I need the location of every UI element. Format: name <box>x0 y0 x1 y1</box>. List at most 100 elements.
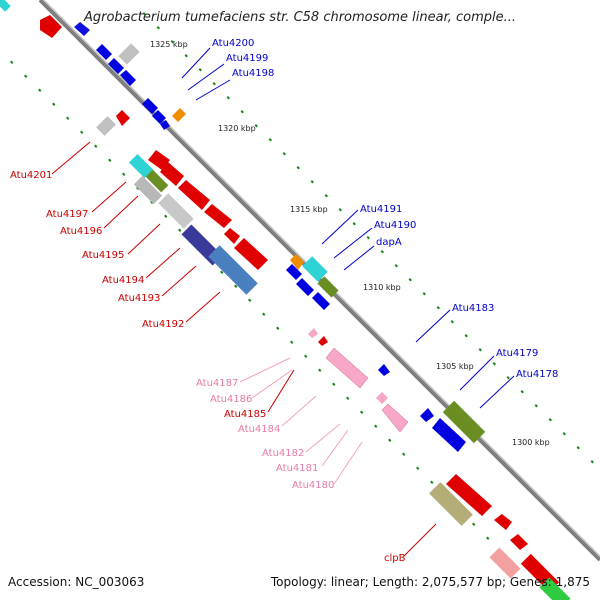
tick-dot <box>380 250 384 254</box>
gene-label-atu4184[interactable]: Atu4184 <box>238 424 280 435</box>
gene-feature[interactable] <box>160 162 184 186</box>
tick-dot <box>324 194 328 198</box>
gene-label-clpb[interactable]: clpB <box>384 553 406 564</box>
gene-feature[interactable] <box>539 577 571 600</box>
gene-label-atu4190[interactable]: Atu4190 <box>374 220 416 231</box>
tick-label-1310: 1310 kbp <box>363 283 401 292</box>
tick-dot <box>122 172 126 176</box>
gene-feature[interactable] <box>40 15 62 38</box>
gene-feature[interactable] <box>160 120 170 130</box>
gene-feature[interactable] <box>116 110 130 126</box>
gene-feature[interactable] <box>312 292 330 310</box>
gene-label-atu4201[interactable]: Atu4201 <box>10 170 52 181</box>
gene-feature[interactable] <box>133 175 163 205</box>
gene-feature[interactable] <box>446 474 492 516</box>
gene-feature[interactable] <box>158 193 194 229</box>
tick-label-1315: 1315 kbp <box>290 205 328 214</box>
tick-dot <box>506 376 510 380</box>
gene-label-atu4192[interactable]: Atu4192 <box>142 319 184 330</box>
tick-dot <box>394 264 398 268</box>
gene-feature[interactable] <box>0 0 11 12</box>
tick-dot <box>408 278 412 282</box>
tick-dot <box>346 396 350 400</box>
tick-dot <box>402 452 406 456</box>
gene-label-atu4185[interactable]: Atu4185 <box>224 409 266 420</box>
gene-feature[interactable] <box>145 169 169 193</box>
tick-dot <box>562 432 566 436</box>
gene-feature[interactable] <box>74 22 90 36</box>
gene-feature[interactable] <box>489 547 521 579</box>
gene-feature[interactable] <box>96 116 116 136</box>
gene-label-atu4186[interactable]: Atu4186 <box>210 394 252 405</box>
tick-dot <box>198 68 202 72</box>
gene-label-atu4198[interactable]: Atu4198 <box>232 68 274 79</box>
gene-feature[interactable] <box>96 44 112 60</box>
gene-feature[interactable] <box>429 482 473 526</box>
gene-feature[interactable] <box>302 256 328 282</box>
gene-feature[interactable] <box>442 400 486 444</box>
tick-label-1305: 1305 kbp <box>436 362 474 371</box>
gene-label-atu4179[interactable]: Atu4179 <box>496 348 538 359</box>
gene-feature[interactable] <box>308 328 318 338</box>
tick-dot <box>240 110 244 114</box>
gene-feature[interactable] <box>148 150 170 170</box>
gene-label-atu4181[interactable]: Atu4181 <box>276 463 318 474</box>
tick-dot <box>360 410 364 414</box>
tick-dot <box>268 138 272 142</box>
gene-label-atu4194[interactable]: Atu4194 <box>102 275 144 286</box>
tick-dot <box>184 54 188 58</box>
tick-dot <box>108 158 112 162</box>
gene-label-atu4196[interactable]: Atu4196 <box>60 226 102 237</box>
gene-feature[interactable] <box>142 98 158 114</box>
gene-feature[interactable] <box>128 153 154 179</box>
gene-label-dapa[interactable]: dapA <box>376 237 402 248</box>
tick-dot <box>24 74 28 78</box>
gene-feature[interactable] <box>420 408 434 422</box>
gene-feature[interactable] <box>376 392 388 404</box>
gene-feature[interactable] <box>120 70 136 86</box>
gene-feature[interactable] <box>118 43 140 65</box>
gene-label-atu4187[interactable]: Atu4187 <box>196 378 238 389</box>
gene-feature[interactable] <box>494 514 512 530</box>
gene-label-atu4193[interactable]: Atu4193 <box>118 293 160 304</box>
gene-feature[interactable] <box>432 418 466 452</box>
gene-feature[interactable] <box>172 108 186 122</box>
gene-features <box>0 0 571 600</box>
gene-feature[interactable] <box>204 204 232 228</box>
gene-feature[interactable] <box>317 276 339 298</box>
gene-label-group: Atu4200 Atu4199 Atu4198 Atu4201 Atu4197 … <box>10 38 558 564</box>
gene-label-atu4178[interactable]: Atu4178 <box>516 369 558 380</box>
tick-dot <box>422 292 426 296</box>
gene-feature[interactable] <box>286 264 302 280</box>
gene-label-atu4191[interactable]: Atu4191 <box>360 204 402 215</box>
gene-feature[interactable] <box>325 347 369 389</box>
gene-feature[interactable] <box>208 245 258 295</box>
map-title: Agrobacterium tumefaciens str. C58 chrom… <box>83 10 517 25</box>
gene-feature[interactable] <box>108 58 124 74</box>
gene-feature[interactable] <box>381 403 409 433</box>
gene-feature[interactable] <box>296 278 314 296</box>
gene-label-atu4182[interactable]: Atu4182 <box>262 448 304 459</box>
gene-label-atu4200[interactable]: Atu4200 <box>212 38 254 49</box>
gene-feature[interactable] <box>378 364 390 376</box>
gene-label-atu4195[interactable]: Atu4195 <box>82 250 124 261</box>
gene-label-atu4180[interactable]: Atu4180 <box>292 480 334 491</box>
gene-feature[interactable] <box>290 254 304 270</box>
gene-label-atu4183[interactable]: Atu4183 <box>452 303 494 314</box>
tick-dot <box>248 298 252 302</box>
tick-dot <box>450 320 454 324</box>
tick-dot <box>430 480 434 484</box>
gene-feature[interactable] <box>234 238 268 270</box>
gene-label-atu4199[interactable]: Atu4199 <box>226 53 268 64</box>
tick-dot <box>226 96 230 100</box>
tick-dot <box>262 312 266 316</box>
gene-feature[interactable] <box>318 336 328 346</box>
gene-feature[interactable] <box>152 110 166 124</box>
tick-dot <box>590 460 594 464</box>
gene-feature[interactable] <box>178 180 210 210</box>
tick-dot <box>492 362 496 366</box>
gene-feature[interactable] <box>224 228 240 244</box>
gene-label-atu4197[interactable]: Atu4197 <box>46 209 88 220</box>
tick-dot <box>388 438 392 442</box>
gene-feature[interactable] <box>510 534 528 550</box>
